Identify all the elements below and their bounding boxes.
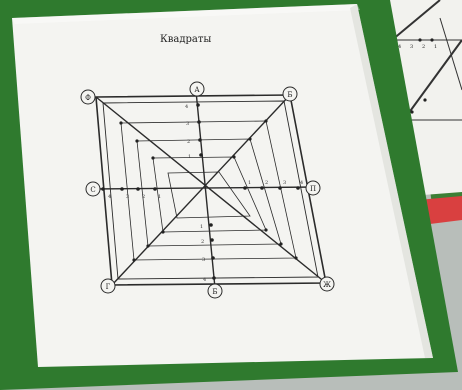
- mid-label-top: А: [194, 86, 200, 94]
- svg-text:4: 4: [185, 104, 188, 110]
- svg-text:2: 2: [187, 139, 190, 145]
- mid-label-bottom: Б: [212, 288, 217, 296]
- side-num-3: 3: [410, 44, 413, 50]
- svg-text:1: 1: [200, 224, 203, 230]
- svg-text:3: 3: [283, 180, 286, 186]
- corner-label-top-left: Ф: [85, 94, 91, 102]
- svg-text:1: 1: [188, 154, 191, 160]
- mid-label-left: С: [90, 186, 95, 194]
- corner-label-bottom-left: Г: [106, 283, 111, 291]
- svg-text:4: 4: [300, 180, 303, 186]
- svg-text:3: 3: [186, 121, 189, 127]
- side-num-2: 2: [422, 44, 425, 50]
- svg-text:3: 3: [202, 257, 205, 263]
- svg-text:2: 2: [265, 180, 268, 186]
- svg-text:3: 3: [126, 194, 129, 200]
- corner-label-bottom-right: Ж: [323, 281, 331, 289]
- svg-text:1: 1: [158, 194, 161, 200]
- svg-text:2: 2: [142, 194, 145, 200]
- mid-label-right: П: [310, 185, 316, 193]
- svg-text:4: 4: [108, 194, 111, 200]
- sheet-title: Квадраты: [160, 34, 211, 45]
- svg-text:2: 2: [201, 239, 204, 245]
- svg-text:1: 1: [248, 180, 251, 186]
- side-num-1: 1: [434, 44, 437, 50]
- svg-text:4: 4: [203, 277, 206, 283]
- corner-label-top-right: Б: [287, 91, 292, 99]
